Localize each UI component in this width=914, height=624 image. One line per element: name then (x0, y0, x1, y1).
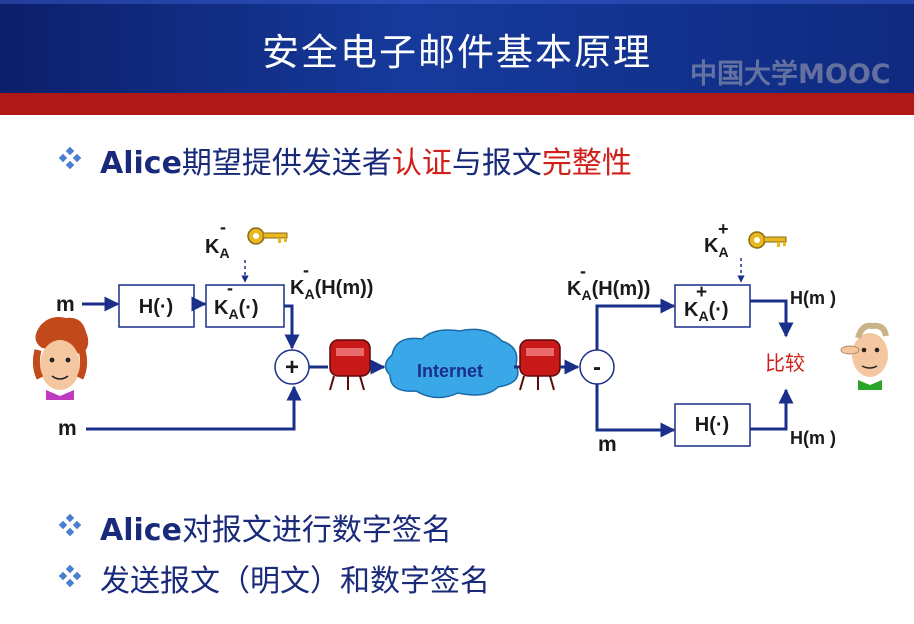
bullet-2-part2: 对报文进行数字签名 (181, 513, 452, 548)
receiver-signature-label: KA(H(m)) (567, 278, 650, 303)
public-key-sup: + (718, 219, 729, 239)
sender-signature-label: KA(H(m)) (290, 277, 373, 302)
private-key-icon (247, 227, 288, 245)
bullet-1-part2: 期望提供发送者 (181, 146, 392, 181)
hm-top-label: H(m ) (790, 288, 836, 308)
bullet-1-part4: 与报文 (451, 146, 542, 181)
hm-bottom-label: H(m ) (790, 428, 836, 448)
m-bottom-label: m (58, 417, 77, 440)
hash-box-label: H(·) (139, 296, 173, 318)
sender-signature-sup: - (303, 260, 309, 280)
internet-label: Internet (417, 361, 483, 381)
signature-diagram: m H(·) KA(·) - KA - KA(H(m)) - + m (32, 217, 889, 456)
receiver-hash-box-label: H(·) (695, 414, 729, 436)
arrow-minus-to-hash (595, 384, 676, 438)
arrow-sign-to-plus (284, 304, 300, 350)
private-key-sup: - (220, 217, 226, 237)
bullet-1-authentication: 认证 (391, 146, 452, 181)
receiver-signature-sup: - (580, 261, 586, 281)
arrow-verify-to-compare (750, 299, 794, 338)
diamond-bullet-icon (58, 146, 82, 170)
sender-mailbox-icon (329, 339, 371, 391)
slide-title: 安全电子邮件基本原理 (262, 31, 652, 74)
bullet-1-integrity: 完整性 (541, 146, 632, 181)
arrow-minus-to-verify (595, 298, 676, 350)
private-key-label: KA (205, 236, 230, 261)
bullet-2-alice: Alice (100, 513, 182, 548)
sign-box-label: KA(·) (214, 297, 259, 322)
watermark: 中国大学MOOC (690, 59, 891, 90)
m-top-label: m (56, 293, 75, 316)
bullet-3-part1: 发送报文（明文）和数字签名 (100, 564, 490, 599)
receiver-m-label: m (598, 433, 617, 456)
title-bar (0, 0, 914, 93)
bob-icon (840, 322, 889, 390)
bullet-3-text: 发送报文（明文）和数字签名 (100, 556, 490, 600)
compare-label: 比较 (765, 352, 805, 375)
bullet-1-alice: Alice (100, 146, 182, 181)
bullet-1-text: Alice期望提供发送者认证与报文完整性 (100, 138, 632, 182)
verify-box-sup: + (696, 282, 707, 303)
sign-box-sup: - (227, 278, 233, 298)
internet-cloud (384, 328, 519, 399)
receiver-mailbox-icon (519, 339, 561, 391)
plus-symbol: + (285, 354, 299, 381)
public-key-label: KA (704, 235, 729, 260)
diamond-bullet-icon (58, 513, 82, 537)
verify-box (674, 284, 751, 328)
minus-symbol: - (593, 354, 601, 381)
diamond-bullet-icon (58, 564, 82, 588)
public-key-icon (748, 231, 787, 249)
title-accent-band (0, 93, 914, 115)
bullet-2-text: Alice对报文进行数字签名 (100, 505, 452, 549)
alice-icon (32, 317, 89, 400)
verify-box-label: KA(·) (684, 299, 729, 324)
arrow-m-to-plus (86, 385, 302, 431)
arrow-hash-to-compare (750, 388, 794, 431)
receiver-hash-box (674, 403, 751, 447)
